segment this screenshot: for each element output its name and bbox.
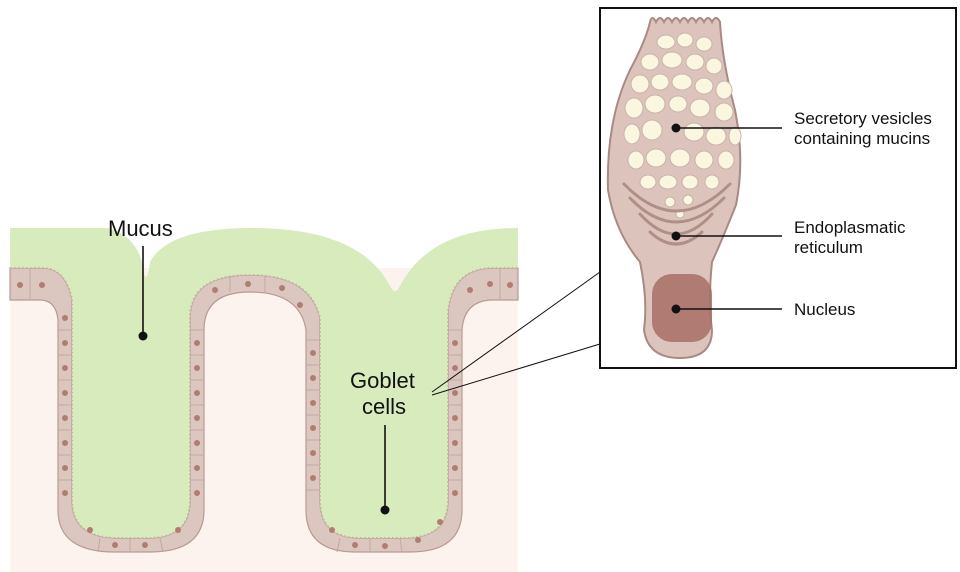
vesicles-label-line2: containing mucins xyxy=(794,129,930,148)
er-label-line2: reticulum xyxy=(794,238,863,257)
nucleus-leader-dot xyxy=(672,305,681,314)
goblet-nucleus xyxy=(652,274,712,342)
mucus-label: Mucus xyxy=(108,216,173,241)
vesicles-label-line1: Secretory vesicles xyxy=(794,109,932,128)
mucus-leader-dot xyxy=(139,332,148,341)
er-leader-dot xyxy=(672,232,681,241)
goblet-label-line1: Goblet xyxy=(350,368,415,393)
er-label-line1: Endoplasmatic xyxy=(794,218,906,237)
vesicles-leader-dot xyxy=(672,124,681,133)
goblet-label-line2: cells xyxy=(362,394,406,419)
nucleus-label: Nucleus xyxy=(794,300,855,319)
goblet-leader-dot xyxy=(381,506,390,515)
